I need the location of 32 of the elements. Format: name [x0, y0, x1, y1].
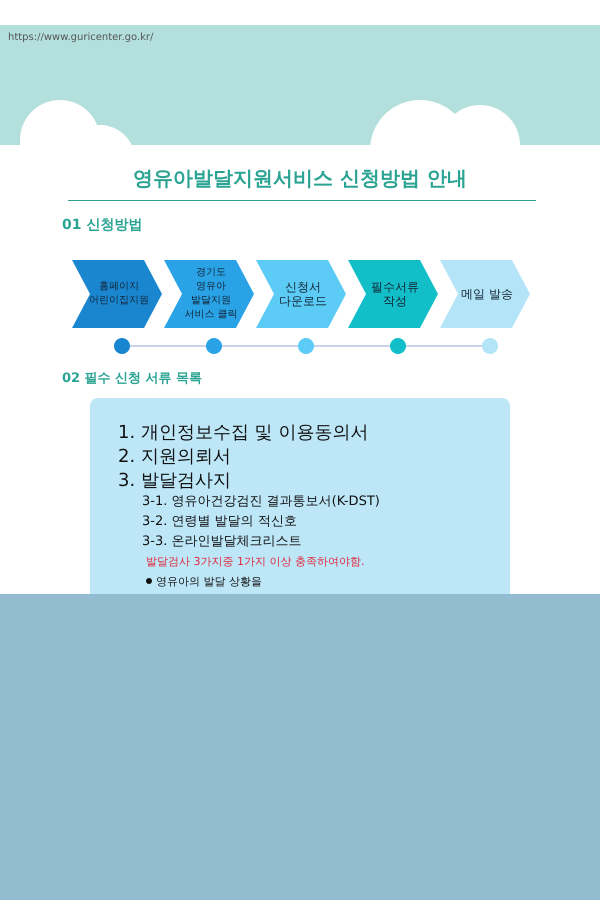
warning-note: 발달검사 3가지중 1가지 이상 충족하여야함.: [146, 554, 364, 569]
url-text: https://www.guricenter.go.kr/: [8, 32, 154, 43]
list-item: 3. 발달검사지: [118, 469, 231, 492]
step-dot: [390, 338, 406, 354]
step-dot: [482, 338, 498, 354]
list-item: 2. 지원의뢰서: [118, 445, 231, 468]
step-text: 경기도 영유아 발달지원 서비스 클릭: [183, 266, 239, 322]
list-item: 3-1. 영유아건강검진 결과통보서(K-DST): [142, 493, 380, 510]
list-item: 3-2. 연령별 발달의 적신호: [142, 513, 297, 530]
step-dot: [298, 338, 314, 354]
step-text: 메일 발송: [460, 287, 514, 301]
timeline-line: [130, 345, 206, 347]
timeline-line: [222, 345, 298, 347]
page-title: 영유아발달지원서비스 신청방법 안내: [132, 165, 468, 192]
list-item: 1. 개인정보수집 및 이용동의서: [118, 421, 368, 444]
process-step: [72, 260, 162, 328]
section-heading: 02 필수 신청 서류 목록: [62, 370, 202, 387]
process-step: [348, 260, 438, 328]
timeline-line: [406, 345, 482, 347]
process-step: [440, 260, 530, 328]
document-list-panel: [90, 398, 510, 594]
process-step: [256, 260, 346, 328]
step-text: 홈페이지 어린이집지원: [88, 280, 150, 308]
timeline-line: [314, 345, 390, 347]
step-dot: [206, 338, 222, 354]
bullet-text: 영유아의 발달 상황을: [156, 574, 262, 589]
step-text: 신청서 다운로드: [278, 280, 328, 308]
step-dot: [114, 338, 130, 354]
process-step: [164, 260, 254, 328]
step-text: 필수서류 작성: [370, 280, 420, 308]
section-heading: 01 신청방법: [62, 216, 142, 234]
list-item: 3-3. 온라인발달체크리스트: [142, 533, 302, 550]
